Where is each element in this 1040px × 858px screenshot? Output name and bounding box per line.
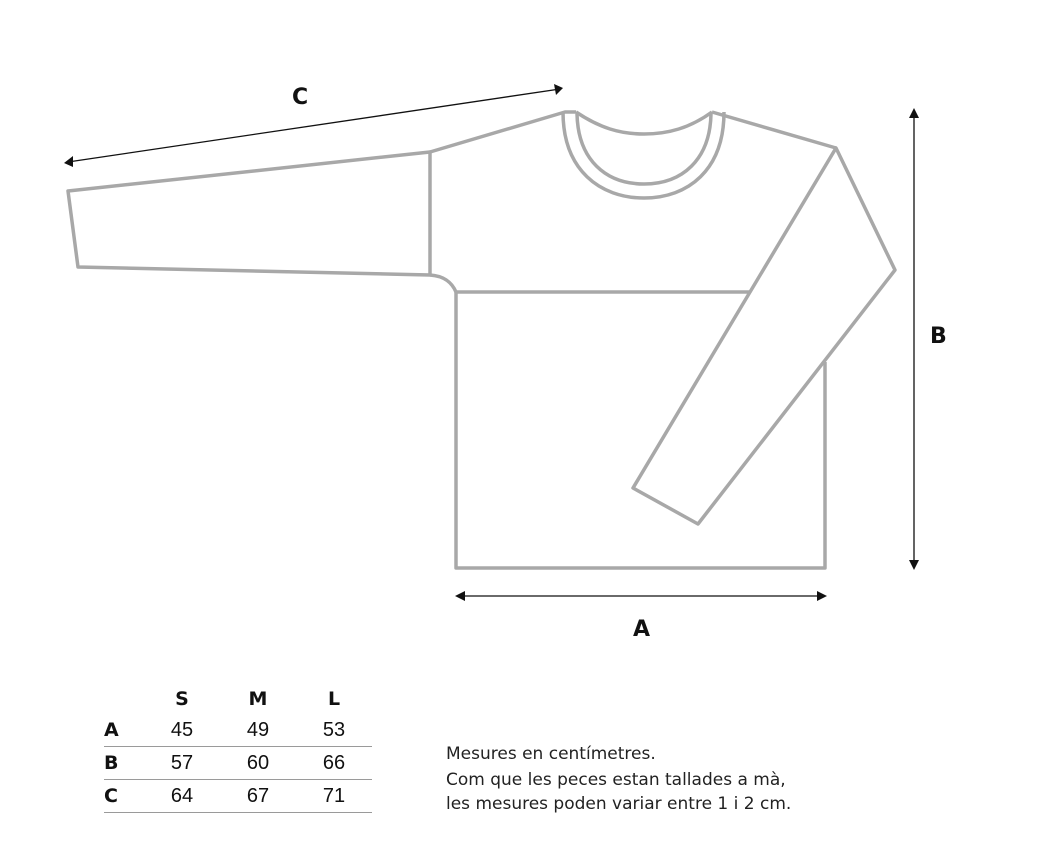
cell-value: 60 bbox=[220, 746, 296, 780]
dimension-label-b: B bbox=[930, 324, 947, 349]
cell-value: 53 bbox=[322, 718, 346, 741]
dimension-c bbox=[64, 84, 563, 167]
cell-value: 66 bbox=[296, 746, 372, 780]
arrowhead-a-left bbox=[455, 591, 465, 601]
row-label: A bbox=[104, 719, 119, 741]
yoke-right bbox=[711, 110, 837, 150]
table-row: B 57 60 66 bbox=[104, 746, 372, 780]
notes-units: Mesures en centímetres. bbox=[446, 744, 656, 764]
yoke-left bbox=[429, 110, 576, 154]
collar-inner bbox=[575, 113, 713, 186]
table-row: C 64 67 71 bbox=[104, 779, 372, 813]
underarm-left bbox=[429, 273, 458, 293]
dimension-a bbox=[455, 591, 827, 601]
arrowhead-c-left bbox=[64, 156, 73, 167]
body bbox=[454, 292, 827, 570]
cell-value: 49 bbox=[246, 718, 270, 741]
size-table: S M L A 45 49 53 B 57 60 66 C 64 67 71 bbox=[104, 684, 372, 813]
cell-value: 67 bbox=[220, 779, 296, 813]
size-header-m: M bbox=[248, 688, 268, 710]
cell-value: 45 bbox=[170, 718, 194, 741]
dimension-label-a: A bbox=[633, 617, 651, 642]
cell-value: 71 bbox=[296, 779, 372, 813]
dimension-label-c: C bbox=[292, 85, 309, 110]
notes-line-2: Com que les peces estan tallades a mà, bbox=[446, 770, 786, 790]
arrowhead-b-top bbox=[909, 108, 919, 118]
sweater-outline bbox=[66, 110, 897, 570]
corner-cell bbox=[104, 684, 144, 714]
arrowhead-b-bottom bbox=[909, 560, 919, 570]
row-label: C bbox=[104, 779, 144, 813]
notes-line-3: les mesures poden variar entre 1 i 2 cm. bbox=[446, 794, 792, 814]
size-table-header: S M L bbox=[104, 684, 372, 714]
cell-value: 57 bbox=[144, 746, 220, 780]
collar-back bbox=[575, 110, 714, 136]
row-label: B bbox=[104, 746, 144, 780]
size-header-l: L bbox=[327, 688, 341, 710]
size-header-s: S bbox=[175, 688, 189, 710]
cell-value: 64 bbox=[144, 779, 220, 813]
arrowhead-c-right bbox=[554, 84, 563, 95]
left-sleeve bbox=[66, 150, 432, 277]
collar-outer bbox=[561, 111, 726, 200]
sweater-diagram bbox=[64, 84, 919, 601]
right-sleeve bbox=[631, 146, 897, 526]
dimension-b bbox=[909, 108, 919, 570]
measurement-notes: Mesures en centímetres. Com que les pece… bbox=[446, 742, 791, 816]
table-row: A 45 49 53 bbox=[104, 714, 372, 747]
arrowhead-a-right bbox=[817, 591, 827, 601]
